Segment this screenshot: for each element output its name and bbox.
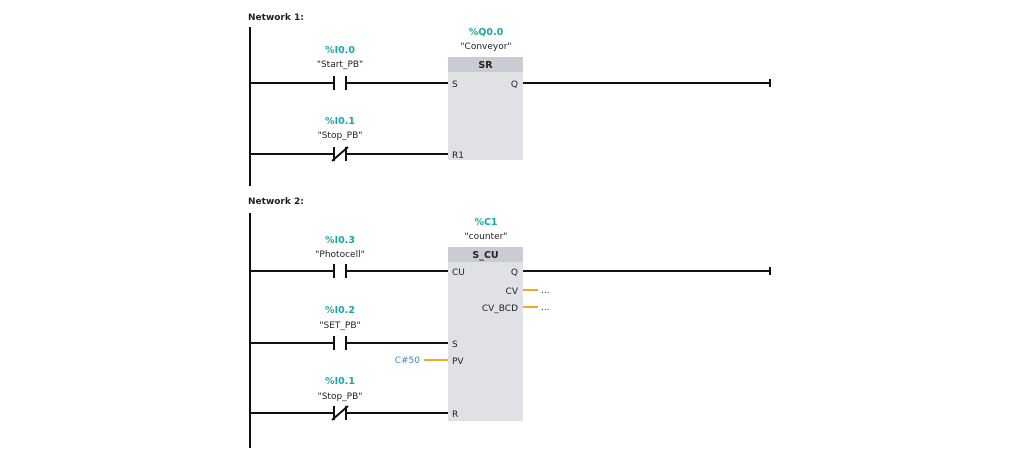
pin-r1: R1 [452, 151, 464, 161]
s-cu-block[interactable]: S_CU CU S PV R Q CV CV_BCD [448, 247, 523, 421]
cv-output-value[interactable]: ... [541, 286, 550, 296]
network-2: Network 2: %I0.3 "Photocell" %I0.2 "SET_… [248, 197, 771, 448]
block-type: S_CU [472, 250, 498, 261]
pin-q: Q [511, 268, 518, 278]
pin-cv-bcd: CV_BCD [482, 304, 518, 314]
block-type: SR [478, 60, 493, 71]
contact-address: %I0.2 [325, 305, 355, 316]
contact-address: %I0.0 [325, 45, 355, 56]
pin-q: Q [511, 80, 518, 90]
pin-pv: PV [452, 357, 464, 367]
block-symbol: "Conveyor" [460, 42, 511, 52]
contact-symbol: "Stop_PB" [318, 131, 363, 141]
pin-r: R [452, 410, 458, 420]
pin-cu: CU [452, 268, 465, 278]
network-1: Network 1: %I0.0 "Start_PB" %I0.1 "Stop_… [248, 13, 771, 186]
pv-constant[interactable]: C#50 [395, 356, 421, 366]
sr-block[interactable]: SR S R1 Q [448, 57, 523, 161]
contact-address: %I0.1 [325, 376, 355, 387]
contact-symbol: "Photocell" [315, 250, 364, 260]
contact-symbol: "SET_PB" [319, 321, 360, 331]
network-2-label: Network 2: [248, 197, 304, 207]
pin-cv: CV [506, 287, 519, 297]
contact-nc-stop-pb[interactable] [331, 146, 349, 162]
contact-no-photocell[interactable] [333, 264, 347, 278]
pin-s: S [452, 80, 458, 90]
contact-symbol: "Start_PB" [317, 60, 363, 70]
contact-symbol: "Stop_PB" [318, 392, 363, 402]
block-symbol: "counter" [465, 232, 508, 242]
pin-s: S [452, 340, 458, 350]
network-1-label: Network 1: [248, 13, 304, 23]
contact-nc-stop-pb[interactable] [331, 405, 349, 421]
contact-no-set-pb[interactable] [333, 336, 347, 350]
block-address: %Q0.0 [469, 27, 504, 38]
cv-bcd-output-value[interactable]: ... [541, 303, 550, 313]
contact-no-start-pb[interactable] [333, 76, 347, 90]
block-address: %C1 [474, 217, 497, 228]
contact-address: %I0.3 [325, 235, 355, 246]
contact-address: %I0.1 [325, 116, 355, 127]
